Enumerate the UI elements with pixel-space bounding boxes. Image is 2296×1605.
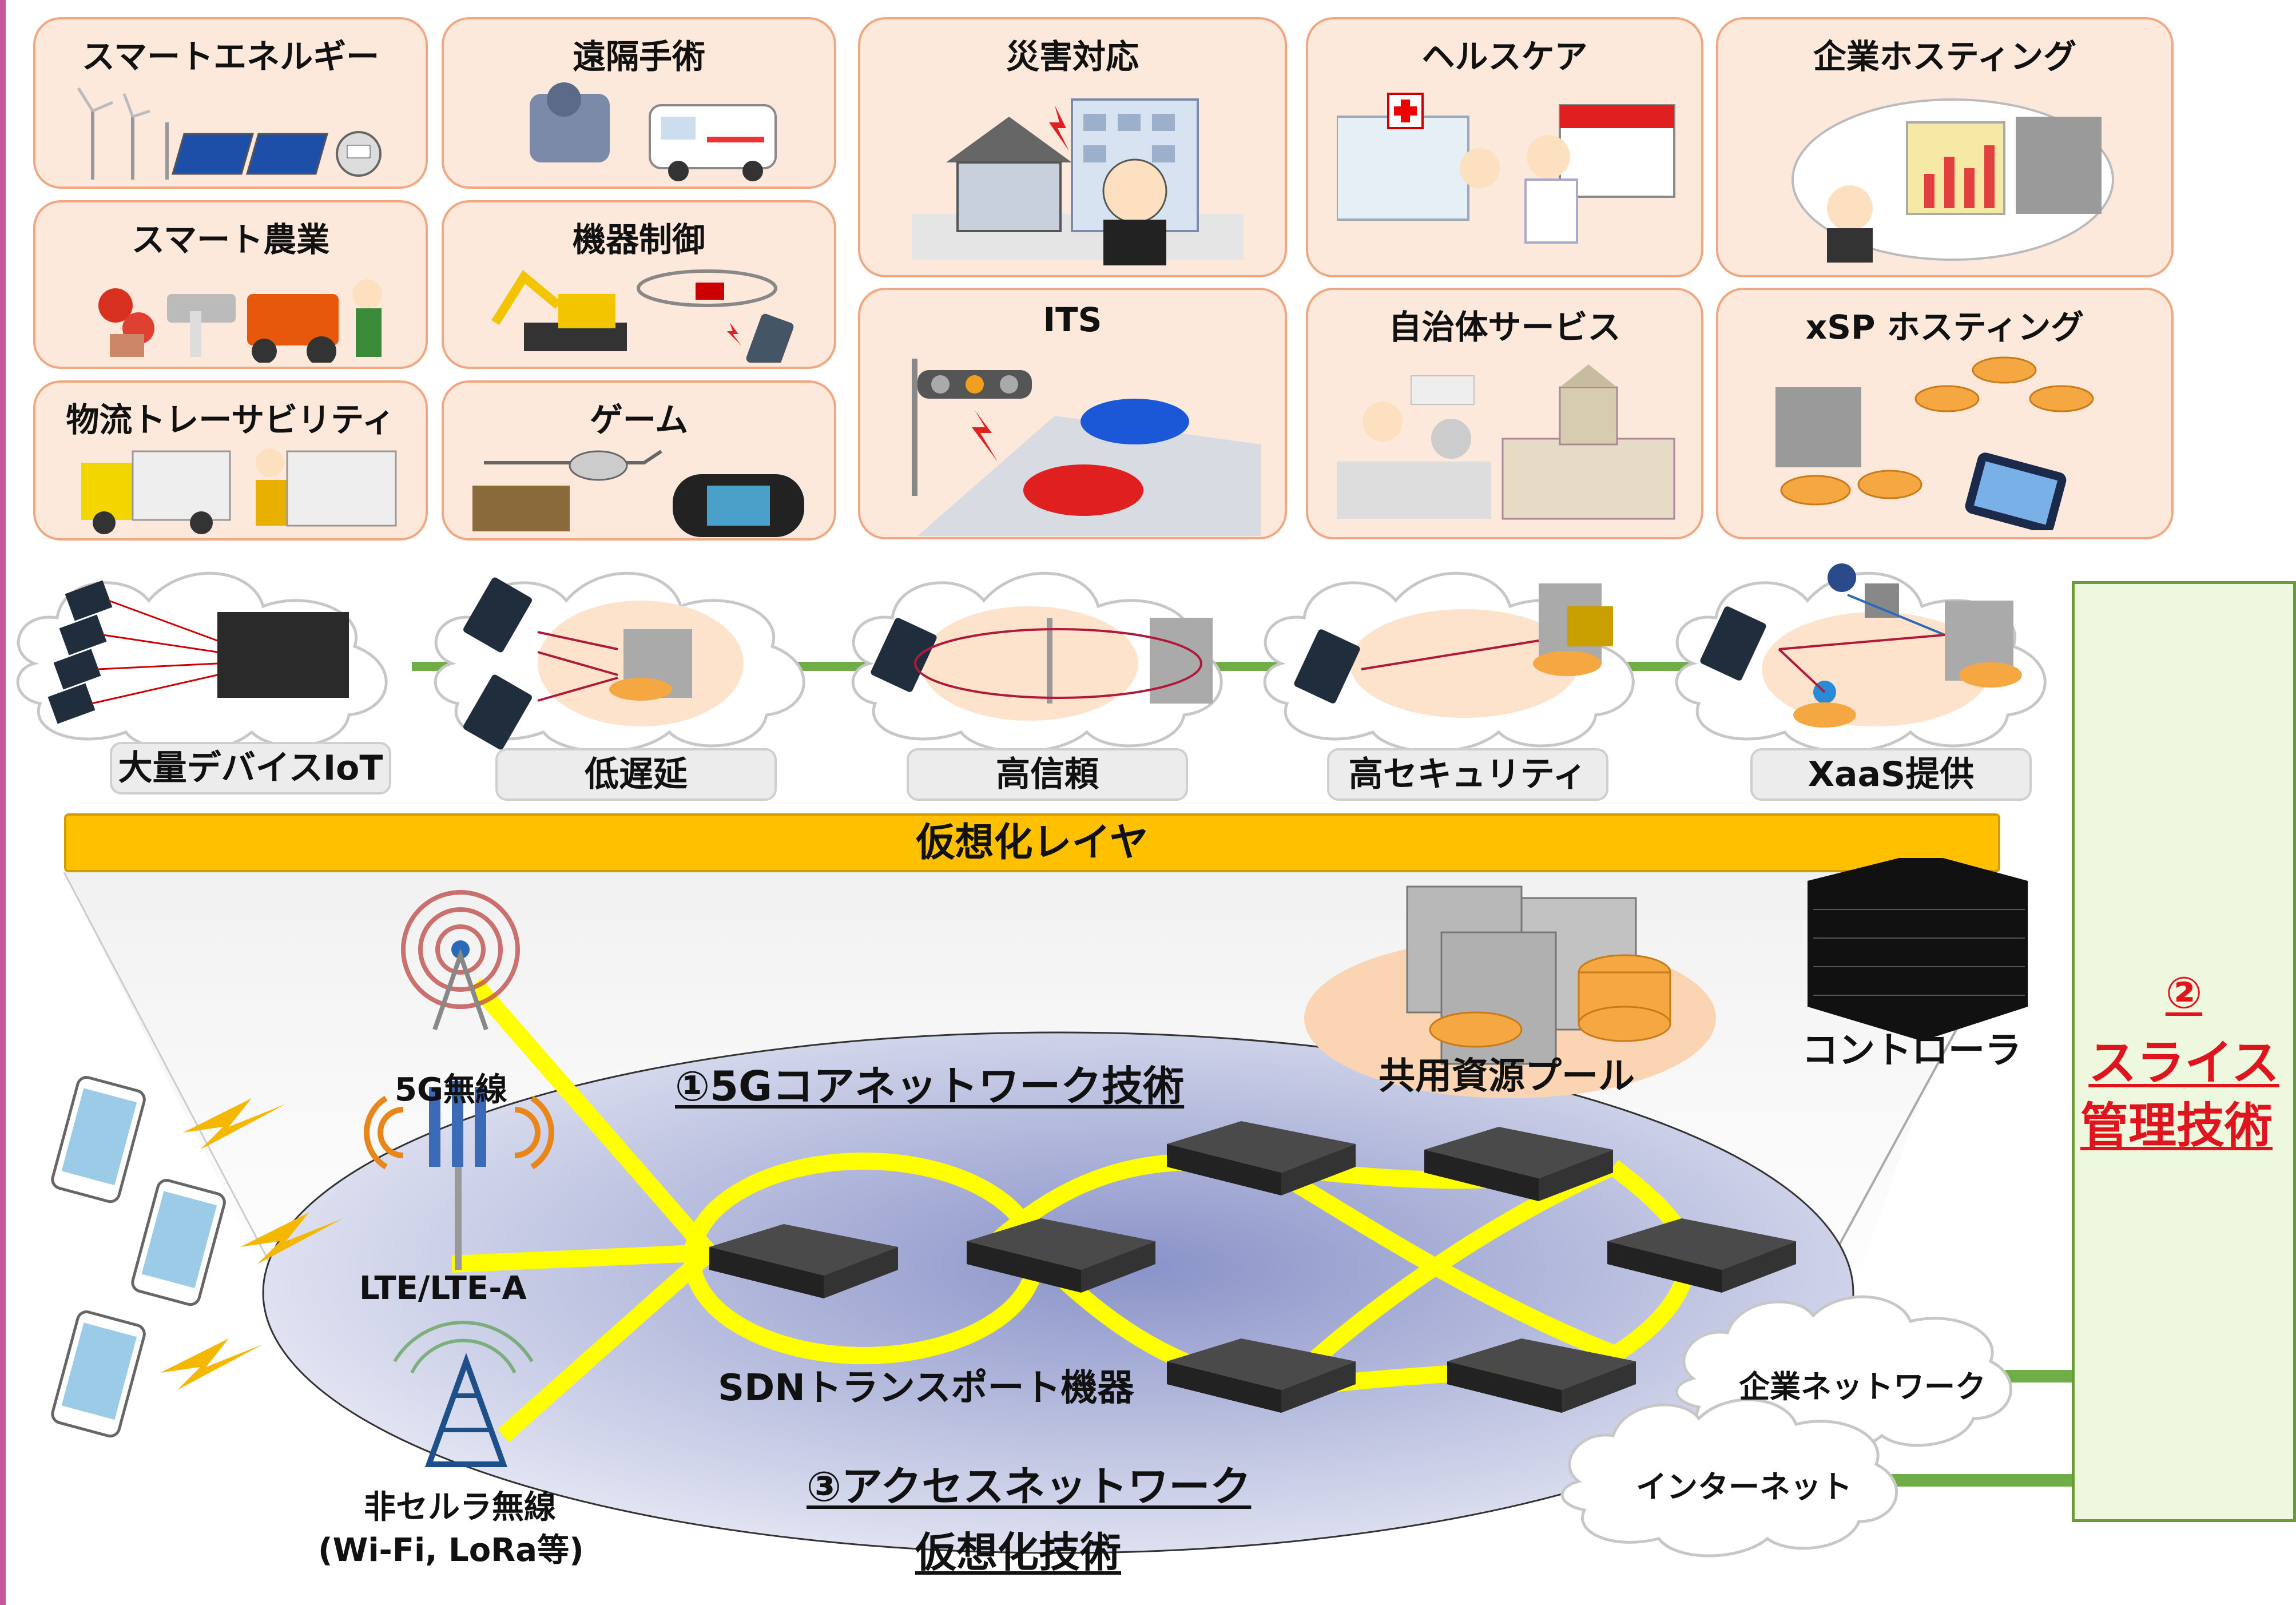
usecase-title: ITS [1043,300,1102,339]
slice-label-low-latency: 低遅延 [495,748,777,801]
left-accent-line [0,0,6,1605]
usecase-card-its: ITS [858,288,1287,539]
device-control-icon [491,269,794,363]
usecase-title: スマート農業 [131,220,330,259]
usecase-card-disaster: 災害対応 [858,17,1287,277]
usecase-card-municipal: 自治体サービス [1306,288,1703,539]
slice-cloud-security [1263,571,1635,753]
usecase-card-smart-energy: スマートエネルギー [33,17,428,189]
slice-cloud-xaas [1675,563,2047,753]
lte-antenna-icon [364,1081,554,1270]
sdn-routers [709,1121,1796,1413]
noncell-tower-icon [393,1321,534,1467]
usecase-title: 機器制御 [572,220,705,259]
noncell-radio-sublabel: (Wi-Fi, LoRa等) [318,1532,584,1569]
usecase-card-smart-agri: スマート農業 [33,200,428,369]
usecase-title: 物流トレーサビリティ [66,400,395,439]
slice-label-xaas: XaaS提供 [1750,748,2032,801]
core-network-title: ①5Gコアネットワーク技術 [675,1062,1185,1110]
access-network-title-line2: 仮想化技術 [915,1528,1122,1576]
usecase-card-device-control: 機器制御 [442,200,836,369]
enterprise-network-label: 企業ネットワーク [1739,1369,1986,1405]
controller-rack [1808,858,2028,1041]
shared-pool-servers [1406,885,1671,1065]
wireless-bolt-icons [160,1098,343,1390]
sdn-transport-label: SDNトランスポート機器 [718,1367,1134,1409]
slice-mgmt-line2: 管理技術 [2080,1098,2273,1154]
network-slices [16,563,2047,753]
smart-energy-icon [77,87,382,180]
5g-radio-label: 5G無線 [395,1071,507,1109]
its-icon [912,359,1261,536]
logistics-icon [81,448,397,534]
network-diagram [51,858,2072,1558]
xsp-hosting-icon [1775,356,2094,530]
smart-agri-icon [98,279,382,363]
usecase-title: 災害対応 [1006,37,1139,76]
usecase-card-xsp-hosting: xSP ホスティング [1716,288,2174,539]
slice-mgmt-line1: スライス [2088,1035,2279,1091]
usecase-title: 自治体サービス [1388,308,1621,347]
controller-label: コントローラ [1802,1030,2021,1072]
usecase-title: 企業ホスティング [1813,37,2077,76]
slice-cloud-iot [16,571,388,753]
slice-cloud-low-latency [434,571,805,753]
healthcare-icon [1337,93,1675,244]
usecase-title: ヘルスケア [1421,37,1588,76]
slice-management-box: ② スライス 管理技術 [2072,581,2296,1522]
slice-label-security: 高セキュリティ [1327,748,1608,801]
usecase-title: ゲーム [589,400,689,439]
usecase-title: 遠隔手術 [572,37,705,76]
usecase-card-game: ゲーム [442,380,836,541]
user-phones [51,1076,226,1438]
usecase-card-healthcare: ヘルスケア [1306,17,1703,277]
usecase-title: xSP ホスティング [1805,308,2084,347]
game-icon [472,450,804,537]
disaster-icon [912,98,1244,265]
enterprise-hosting-icon [1791,98,2114,263]
internet-cloud [1560,1398,1898,1558]
slice-label-iot: 大量デバイスIoT [110,742,391,794]
slice-label-reliability: 高信頼 [907,748,1188,801]
lte-radio-label: LTE/LTE-A [359,1270,527,1307]
usecase-title: スマートエネルギー [81,37,380,76]
virtualization-layer: 仮想化レイヤ [64,813,2000,872]
remote-surgery-icon [530,82,777,181]
usecase-card-logistics: 物流トレーサビリティ [33,380,428,541]
usecase-card-remote-surgery: 遠隔手術 [442,17,836,189]
slice-mgmt-number: ② [2165,967,2203,1018]
usecase-card-enterprise-hosting: 企業ホスティング [1716,17,2174,277]
slice-cloud-reliability [851,571,1223,753]
shared-pool-label: 共用資源プール [1379,1055,1635,1098]
access-network-title-line1: ③アクセスネットワーク [807,1463,1252,1511]
internet-label: インターネット [1636,1469,1852,1505]
5g-antenna-icon [401,890,520,1031]
noncell-radio-label: 非セルラ無線 [364,1489,556,1526]
municipal-icon [1337,364,1675,520]
